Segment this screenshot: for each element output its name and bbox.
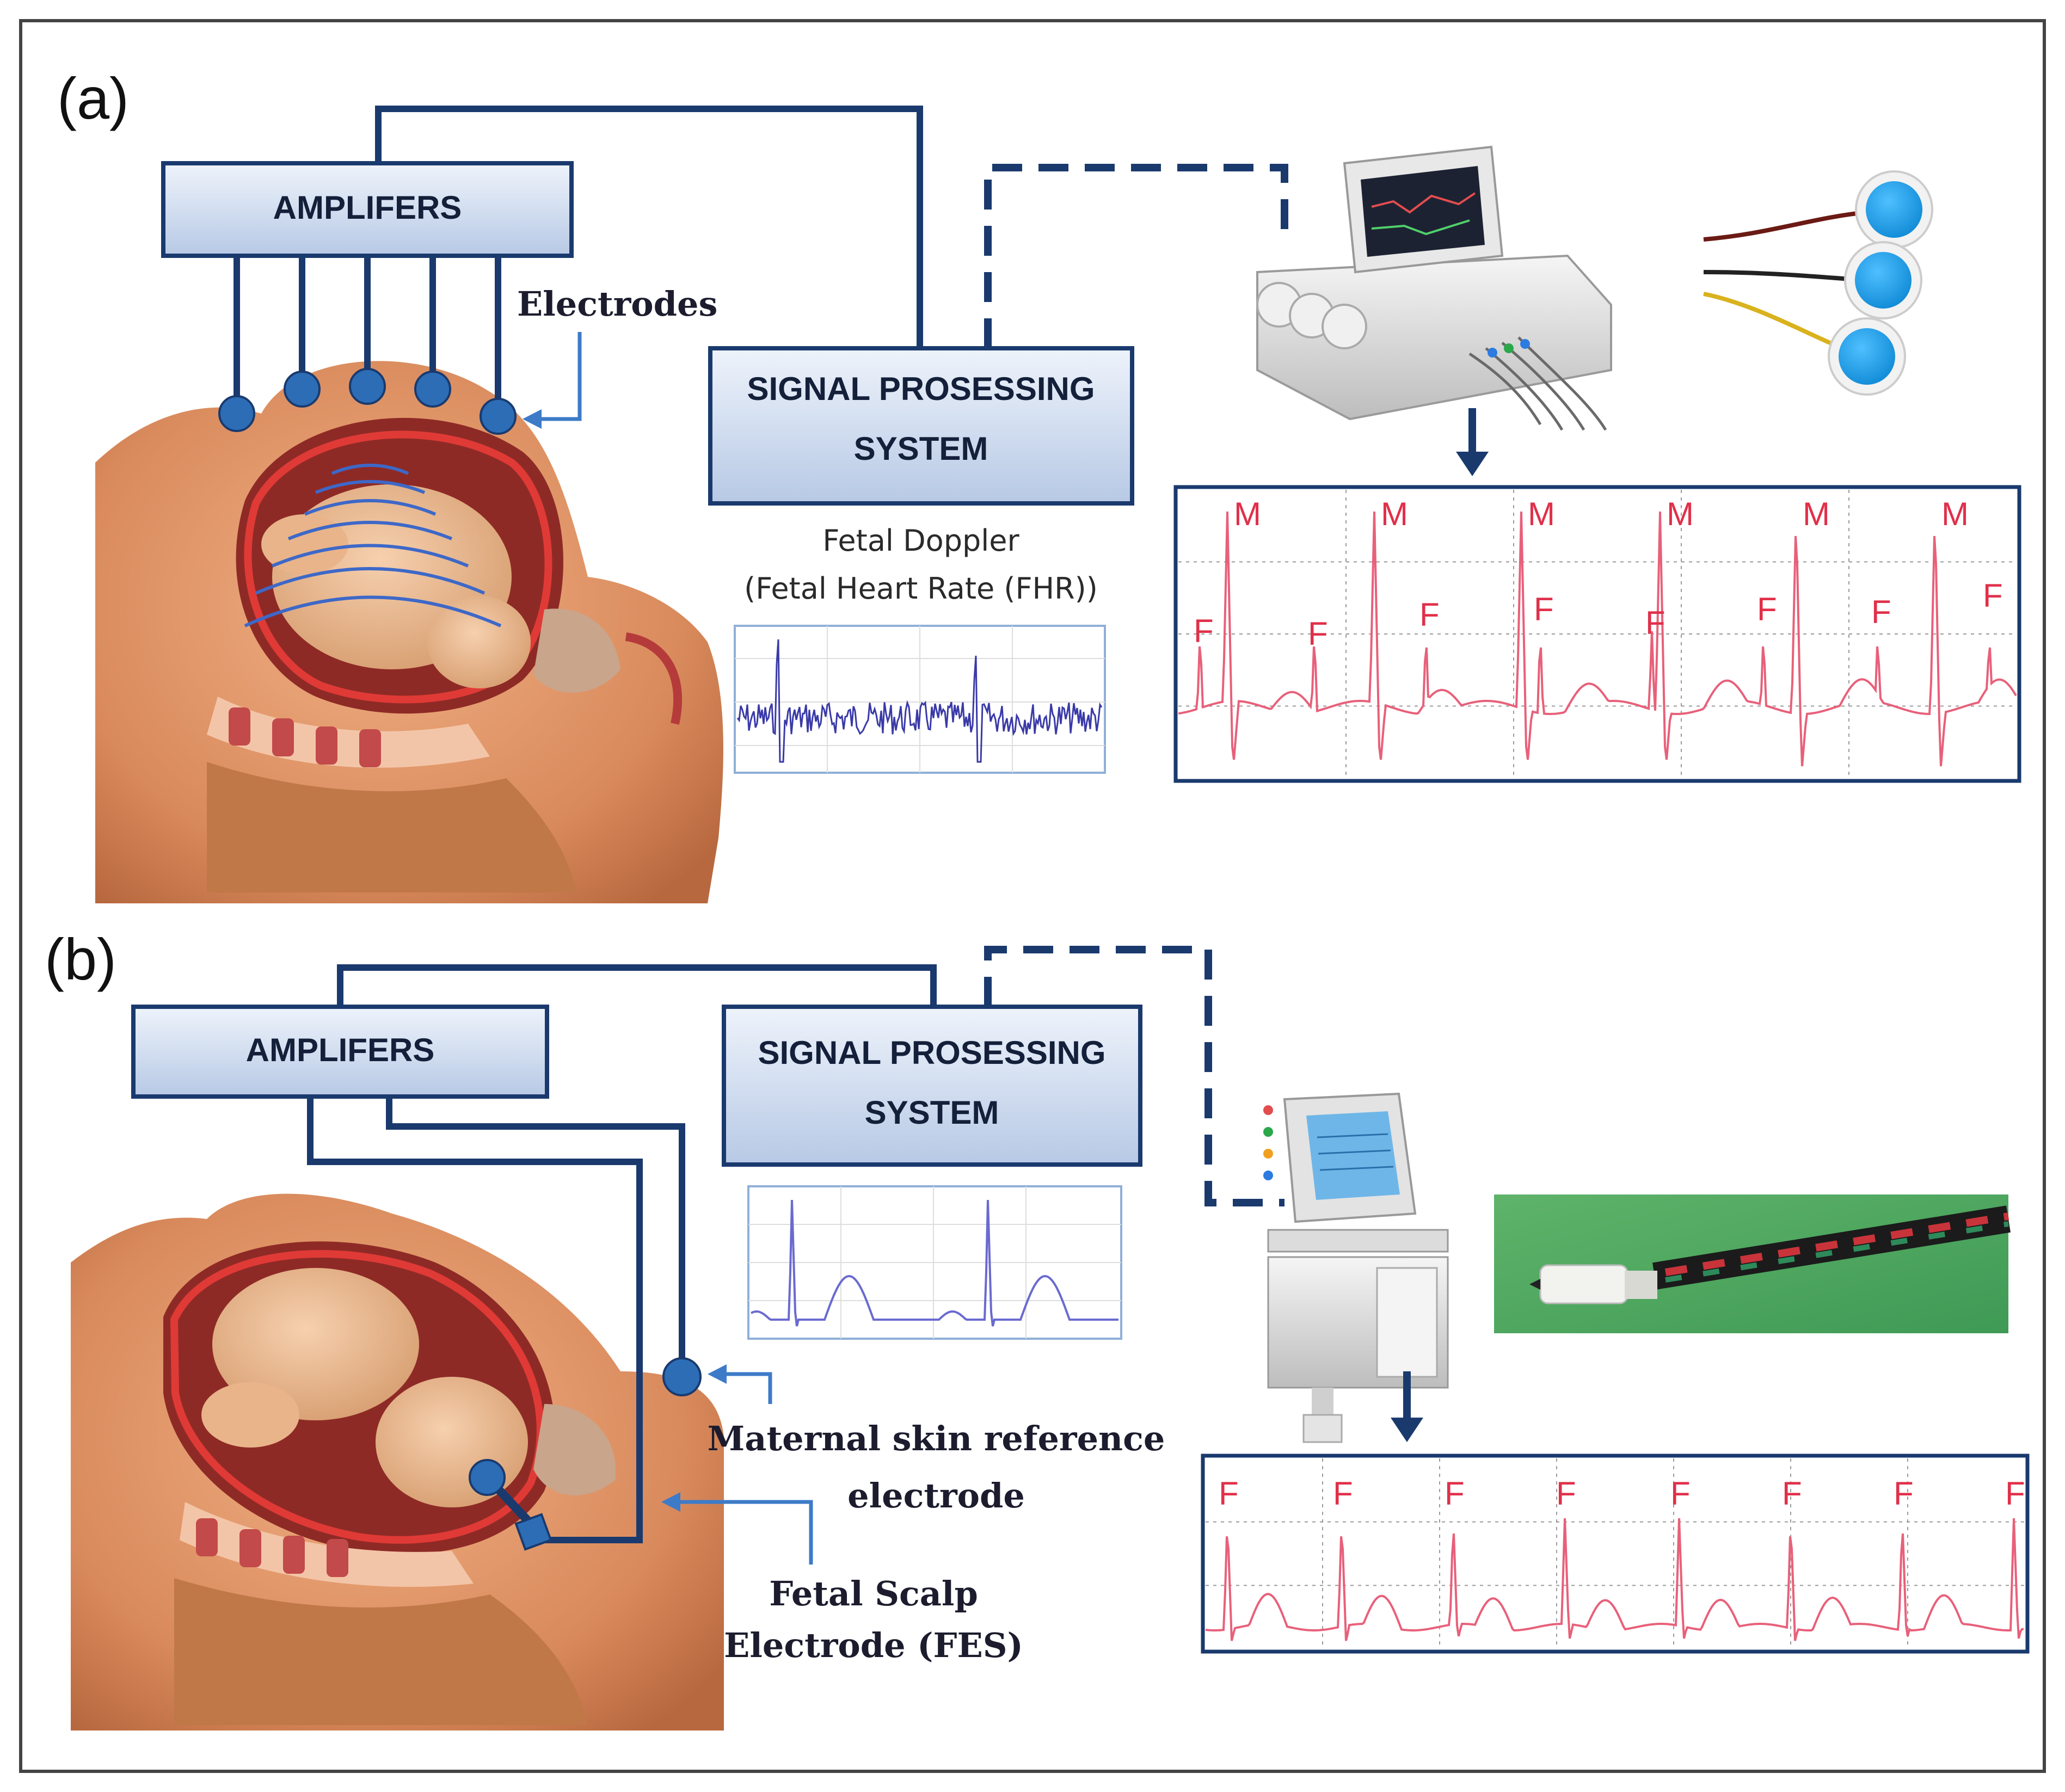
panel-a-label: (a): [57, 65, 129, 131]
amplifier-label-b: AMPLIFERS: [246, 1032, 435, 1068]
ecg-b-peak-label-5: F: [1670, 1475, 1691, 1512]
ecg-a-peak-labels: M M M M M M F F F F F F F F: [1194, 496, 2003, 652]
panel-b-label: (b): [45, 926, 116, 992]
maternal-reference-pointer: [721, 1372, 772, 1404]
ecg-a-peak-label-f6: F: [1757, 591, 1777, 627]
dashed-link-a: [984, 164, 1288, 348]
signal-processing-box-b: SIGNAL PROSESSING SYSTEM: [722, 1005, 1142, 1167]
signal-processing-label-a2: SYSTEM: [854, 430, 988, 467]
ecg-b-peak-label-3: F: [1445, 1475, 1465, 1512]
amplifier-box-b: AMPLIFERS: [131, 1005, 549, 1099]
doppler-signal-panel: [734, 625, 1106, 774]
ecg-a-peak-label-f7: F: [1871, 594, 1891, 630]
signal-processing-label-b2: SYSTEM: [865, 1094, 999, 1131]
ecg-a-peak-label-f8: F: [1983, 577, 2003, 614]
electrode-2: [284, 371, 321, 408]
signal-processing-label-a1: SIGNAL PROSESSING: [747, 371, 1095, 407]
dashed-link-b: [984, 946, 1285, 1206]
ecg-b-peak-label-6: F: [1782, 1475, 1802, 1512]
doppler-trace: [736, 639, 1103, 763]
ecg-a-peak-label-f4: F: [1534, 591, 1554, 627]
fetal-monitor-device: [1256, 145, 1612, 431]
ecg-a-peak-label-m1: M: [1234, 496, 1261, 532]
maternal-reference-label-1: Maternal skin reference: [708, 1419, 1165, 1458]
wires-b: [307, 964, 937, 1543]
amplifier-box-a: AMPLIFERS: [161, 161, 574, 258]
wires-a: [233, 106, 923, 416]
ecg-b-peak-label-8: F: [2005, 1475, 2025, 1512]
ecg-a-peak-label-f3: F: [1419, 596, 1440, 633]
ecg-b-trace: [1205, 1518, 2024, 1641]
maternal-reference-label-2: electrode: [847, 1476, 1025, 1516]
fetal-scalp-label-1: Fetal Scalp: [769, 1574, 978, 1614]
ecg-b-peak-label-7: F: [1894, 1475, 1914, 1512]
panel-b: (b): [45, 926, 2030, 1731]
ecg-b-peak-label-2: F: [1333, 1475, 1353, 1512]
monitor-output-arrow: [1456, 408, 1489, 476]
skin-electrodes-a: [218, 368, 517, 435]
electrode-4: [414, 371, 451, 408]
electrodes-arrowhead: [523, 409, 542, 429]
maternal-reference-arrowhead: [708, 1364, 727, 1384]
fetal-ecg-thumbnail-trace: [751, 1199, 1118, 1327]
abdominal-ecg-panel: M M M M M M F F F F F F F F: [1173, 485, 2021, 783]
ecg-a-peak-label-m4: M: [1667, 496, 1694, 532]
ecg-a-peak-label-m2: M: [1381, 496, 1408, 532]
doppler-waves: [244, 464, 502, 627]
abdomen-illustration-b: [71, 1193, 724, 1731]
electrode-5: [480, 398, 517, 435]
ecg-a-peak-label-m5: M: [1803, 496, 1830, 532]
electrode-pads-photo: [1701, 152, 2041, 397]
doppler-caption-2: (Fetal Heart Rate (FHR)): [744, 571, 1098, 606]
fetal-scalp-label-2: Electrode (FES): [724, 1625, 1023, 1665]
scalp-electrode-photo: [1494, 1194, 2011, 1333]
ecg-a-trace: [1178, 511, 2017, 767]
ecg-b-grid: [1206, 1458, 2025, 1649]
fetal-scalp-arrowhead: [661, 1492, 680, 1512]
fetal-scalp-electrode: [469, 1459, 552, 1551]
panel-a: (a): [57, 65, 2041, 903]
ecg-a-peak-label-f5: F: [1645, 605, 1665, 641]
ecg-a-peak-label-f2: F: [1308, 615, 1328, 652]
monitor-output-arrow-b: [1391, 1371, 1423, 1442]
electrode-3: [349, 368, 386, 405]
signal-processing-label-b1: SIGNAL PROSESSING: [758, 1034, 1105, 1071]
abdomen-illustration-a: [95, 361, 723, 903]
ecg-a-peak-label-m3: M: [1528, 496, 1555, 532]
maternal-reference-electrode: [662, 1357, 702, 1396]
electrode-1: [218, 395, 255, 432]
ecg-b-peak-label-4: F: [1556, 1475, 1576, 1512]
ecg-a-peak-label-m6: M: [1941, 496, 1969, 532]
bedside-monitor-cart: [1263, 1092, 1449, 1443]
doppler-caption-1: Fetal Doppler: [822, 524, 1019, 558]
amplifier-label-a: AMPLIFERS: [273, 189, 462, 226]
ecg-a-peak-label-f1: F: [1194, 613, 1214, 649]
fetal-ecg-thumbnail: [747, 1185, 1122, 1340]
electrodes-pointer: [536, 332, 582, 421]
electrodes-label: Electrodes: [517, 284, 717, 324]
ecg-b-peak-label-1: F: [1219, 1475, 1239, 1512]
fetal-scalp-pointer: [675, 1500, 813, 1565]
signal-processing-box-a: SIGNAL PROSESSING SYSTEM: [708, 346, 1134, 506]
